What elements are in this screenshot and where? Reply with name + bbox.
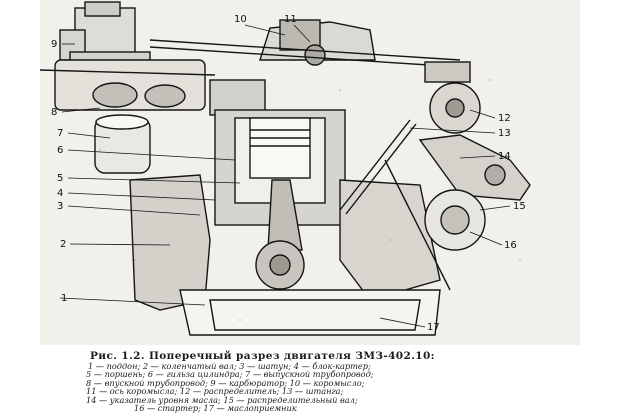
caption-title: Рис. 1.2. Поперечный разрез двигателя ЗМ… bbox=[90, 350, 435, 362]
callout-2: 2 bbox=[60, 239, 67, 250]
callout-16: 16 bbox=[504, 240, 517, 251]
callout-6: 6 bbox=[57, 145, 64, 156]
callout-11: 11 bbox=[284, 14, 297, 25]
callout-1: 1 bbox=[61, 293, 68, 304]
caption-line: 16 — стартер; 17 — маслоприемник bbox=[134, 403, 297, 414]
callout-13: 13 bbox=[498, 128, 511, 139]
callout-12: 12 bbox=[498, 113, 511, 124]
callout-9: 9 bbox=[51, 39, 58, 50]
figure-caption: Рис. 1.2. Поперечный разрез двигателя ЗМ… bbox=[86, 350, 556, 412]
engine-illustration bbox=[40, 1, 531, 336]
caption-line: 11 — ось коромысла; 12 — распределитель;… bbox=[86, 386, 344, 397]
callout-10: 10 bbox=[234, 14, 247, 25]
engine-cross-section-drawing bbox=[40, 0, 580, 345]
callout-5: 5 bbox=[57, 173, 64, 184]
caption-line: 5 — поршень; 6 — гильза цилиндра; 7 — вы… bbox=[86, 369, 374, 380]
callout-4: 4 bbox=[57, 188, 64, 199]
callout-14: 14 bbox=[498, 151, 511, 162]
caption-line: 8 — впускной трубопровод; 9 — карбюратор… bbox=[86, 377, 365, 388]
callout-15: 15 bbox=[513, 201, 526, 212]
callout-3: 3 bbox=[57, 201, 64, 212]
callout-8: 8 bbox=[51, 107, 58, 118]
caption-line: 14 — указатель уровня масла; 15 — распре… bbox=[86, 394, 358, 405]
caption-line: 1 — поддон; 2 — коленчатый вал; 3 — шату… bbox=[88, 361, 371, 371]
callout-17: 17 bbox=[427, 322, 440, 333]
callout-7: 7 bbox=[57, 128, 64, 139]
